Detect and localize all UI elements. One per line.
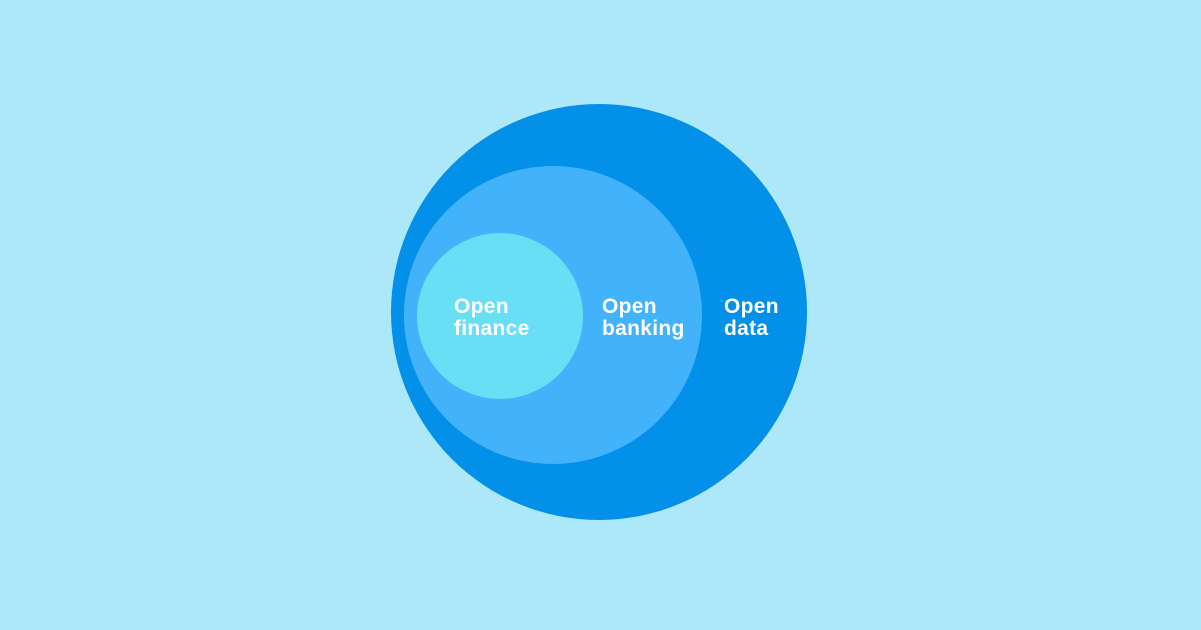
open-finance-label: Open finance: [454, 295, 530, 340]
open-data-label: Open data: [724, 295, 779, 340]
open-banking-label: Open banking: [602, 295, 685, 340]
open-finance-circle: [417, 233, 583, 399]
